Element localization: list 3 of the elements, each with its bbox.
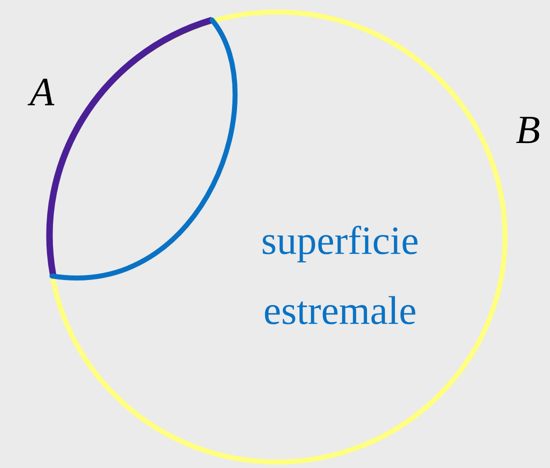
surface-label: superficie estremale xyxy=(262,226,418,324)
point-label: B xyxy=(516,116,540,144)
point-label: A xyxy=(28,78,54,106)
